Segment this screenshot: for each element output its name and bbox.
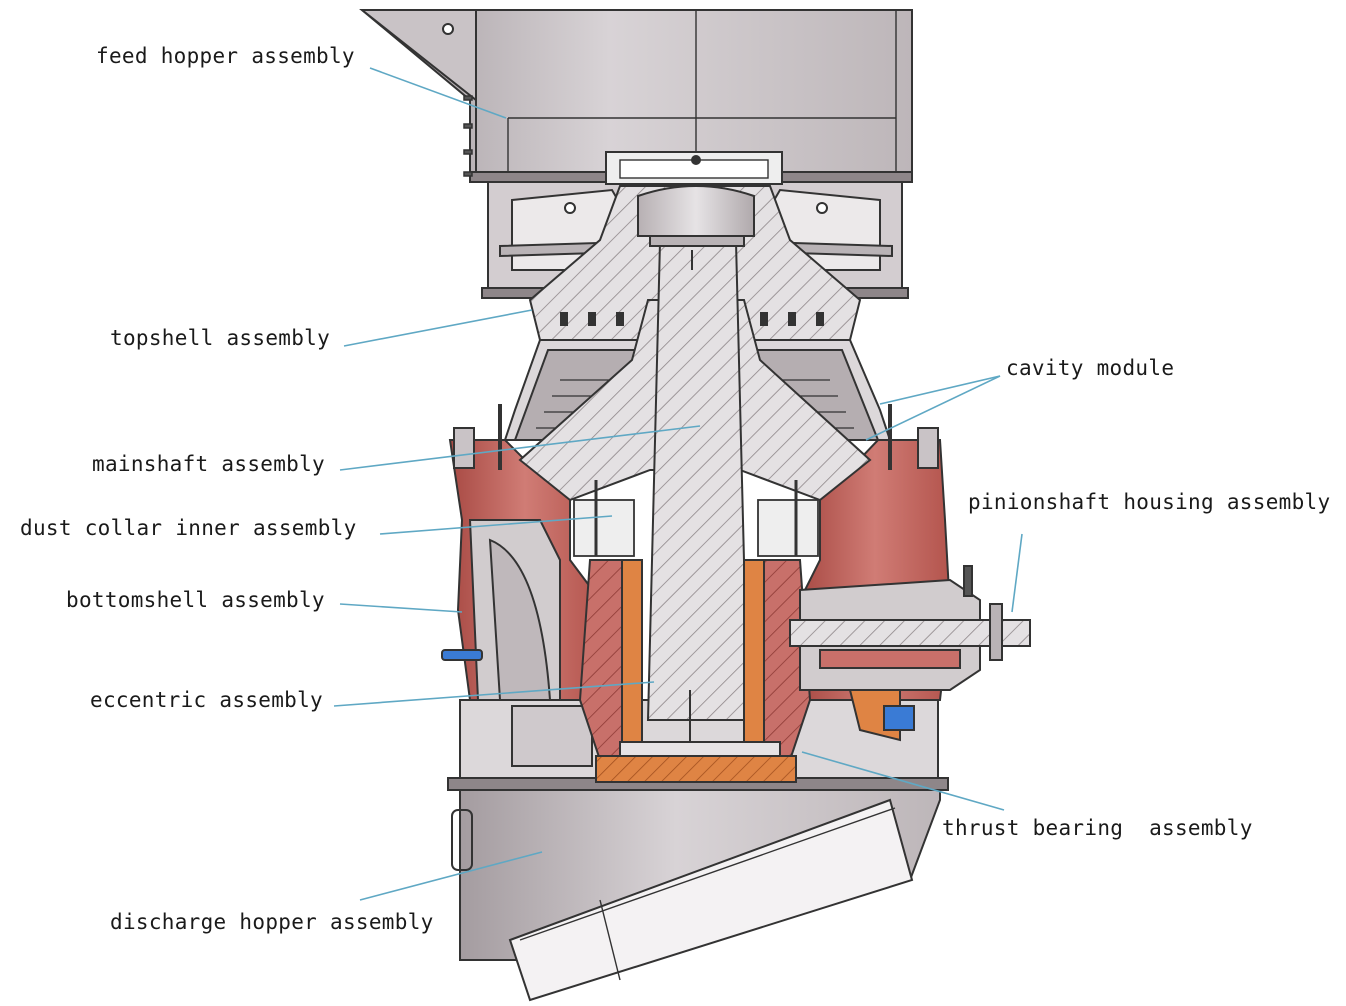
leader-lines: [333, 67, 1023, 901]
label-feed-hopper: feed hopper assembly: [96, 44, 355, 68]
label-mainshaft: mainshaft assembly: [92, 452, 325, 476]
pinionshaft-housing: [789, 565, 1031, 742]
topshell-slots: [560, 312, 824, 326]
leader-mainshaft: [339, 425, 701, 471]
mainshaft: [646, 235, 750, 721]
leader-discharge-hopper: [359, 851, 543, 901]
leader-thrust-bearing: [801, 751, 1005, 811]
label-discharge-hopper: discharge hopper assembly: [110, 910, 434, 934]
hopper-side-bolts: [463, 95, 473, 177]
dust-collar: [573, 480, 819, 557]
discharge-hopper: [451, 789, 941, 1002]
leader-pinionshaft: [1011, 533, 1023, 613]
label-cavity-module: cavity module: [1006, 356, 1175, 380]
label-pinionshaft-housing: pinionshaft housing assembly: [968, 490, 1331, 514]
leader-dust-collar: [379, 515, 613, 535]
label-thrust-bearing: thrust bearing assembly: [942, 816, 1253, 840]
thrust-bearing: [595, 690, 797, 783]
leader-cavity-2: [865, 375, 1001, 441]
leader-feed-hopper: [369, 67, 507, 119]
label-topshell: topshell assembly: [110, 326, 331, 350]
label-bottomshell: bottomshell assembly: [66, 588, 325, 612]
leader-bottomshell: [339, 603, 463, 613]
label-dust-collar: dust collar inner assembly: [20, 516, 357, 540]
label-eccentric: eccentric assembly: [90, 688, 323, 712]
leader-cavity-1: [879, 375, 1001, 405]
leader-eccentric: [333, 681, 655, 707]
leader-topshell: [343, 309, 533, 347]
